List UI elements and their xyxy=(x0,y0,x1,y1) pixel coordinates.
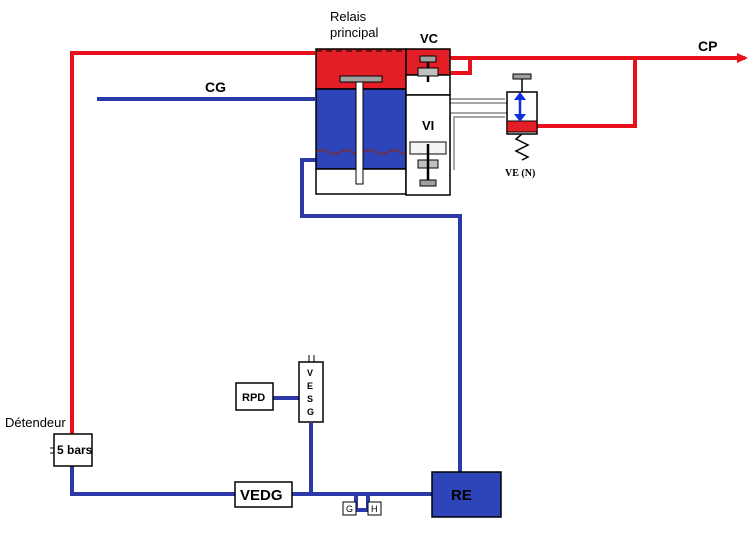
vc-valve xyxy=(405,48,451,96)
vedg-box xyxy=(234,481,293,508)
red-pipe-cp-to-ve xyxy=(537,58,637,128)
vesg-letter-s: S xyxy=(307,394,313,404)
five-bars-label: 5 bars xyxy=(57,443,93,457)
vi-label: VI xyxy=(422,118,434,133)
g-label: G xyxy=(346,504,353,514)
h-box xyxy=(367,501,382,516)
vedg-label: VEDG xyxy=(240,487,283,504)
vesg-letter-g: G xyxy=(307,407,314,417)
ve-label: VE (N) xyxy=(505,168,535,179)
detendeur-label: Détendeur xyxy=(5,415,66,430)
ve-arrow-down-icon xyxy=(514,114,526,122)
blue-pipe-relais-to-re xyxy=(300,158,462,472)
relais-principal xyxy=(315,48,407,195)
re-reservoir xyxy=(431,471,502,518)
ve-arrow-up-icon xyxy=(514,92,526,100)
blue-pipe-gh-loop xyxy=(354,494,370,512)
h-label: H xyxy=(371,504,378,514)
vesg-letter-e: E xyxy=(307,381,313,391)
cg-label: CG xyxy=(205,79,226,95)
rpd-box xyxy=(235,382,274,411)
ve-valve xyxy=(506,73,538,161)
vc-label: VC xyxy=(420,31,439,46)
ve-spring-icon xyxy=(514,133,530,161)
rpd-label: RPD xyxy=(242,392,265,404)
blue-pipe-detendeur-to-vedg xyxy=(70,453,235,496)
relais-piston-stem xyxy=(355,81,364,185)
relais-label-line1: Relais xyxy=(330,9,367,24)
vesg-letter-v: V xyxy=(307,368,313,378)
vi-valve xyxy=(405,94,451,196)
ve-knob xyxy=(512,73,532,80)
vesg-box xyxy=(298,355,324,423)
relais-label-line2: principal xyxy=(330,25,379,40)
g-box xyxy=(342,501,357,516)
detendeur-box xyxy=(50,433,93,467)
re-label: RE xyxy=(451,487,472,504)
red-pipe-detendeur-to-relais xyxy=(70,51,315,434)
cp-arrow-head xyxy=(737,53,748,63)
relais-upper-piston xyxy=(339,75,383,83)
cp-label: CP xyxy=(698,38,717,54)
grey-pipe-vi-to-ve xyxy=(449,112,507,151)
